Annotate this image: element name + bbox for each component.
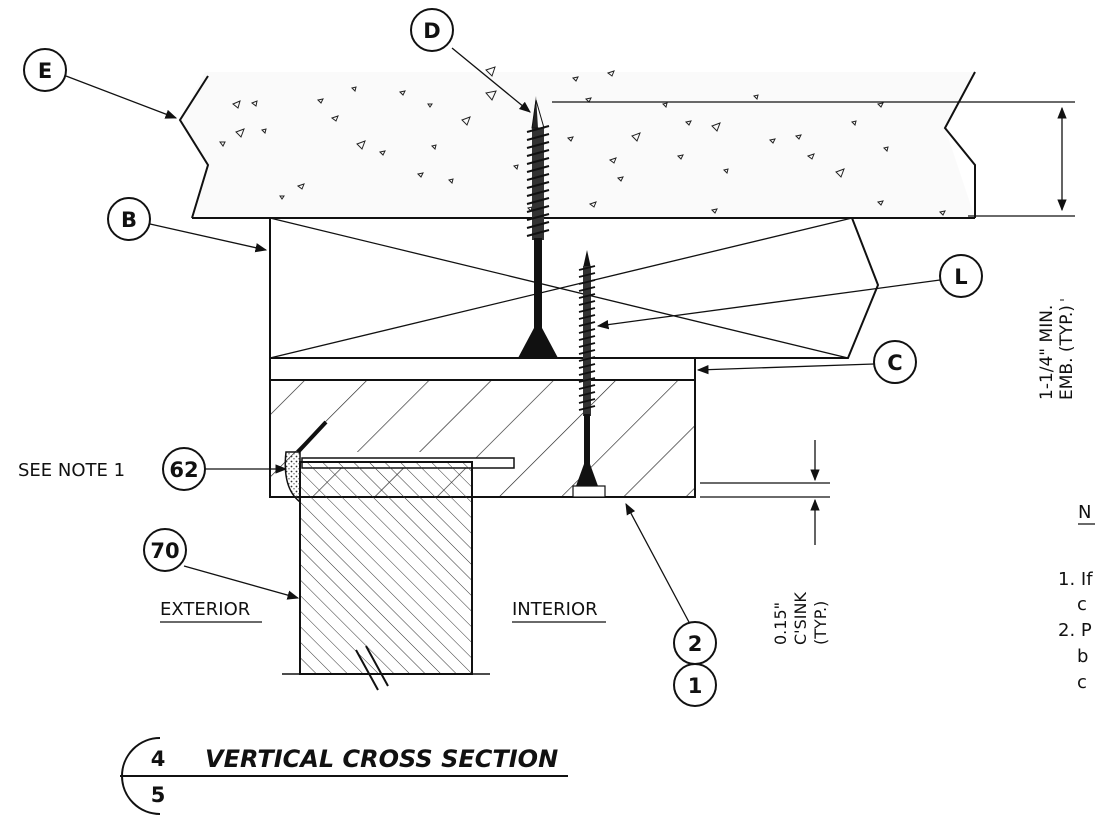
embedment-dimension (552, 101, 1075, 217)
callout-2-text: 2 (688, 632, 703, 656)
callout-70-text: 70 (150, 539, 179, 563)
notes-heading: N (1078, 502, 1091, 523)
callout-62: 62 (162, 447, 288, 491)
note-2-cont1: b (1077, 646, 1088, 667)
callout-c: C (696, 340, 917, 384)
callout-b-text: B (121, 208, 137, 232)
countersink-dimension (700, 440, 830, 545)
note-2: 2. P (1058, 620, 1092, 641)
note-2-cont2: c (1077, 672, 1087, 693)
callout-c-text: C (887, 351, 902, 375)
shim-strip (269, 357, 696, 381)
notes-block: N 1. If c 2. P b c (1058, 502, 1095, 693)
note-1-cont: c (1077, 594, 1087, 615)
embedment-label-line2: EMB. (TYP.) (1057, 305, 1077, 400)
screw-d (518, 96, 558, 358)
callout-70: 70 (143, 528, 300, 600)
interior-label: INTERIOR (512, 599, 598, 620)
callout-d-text: D (423, 19, 440, 43)
section-sheet: 5 (151, 783, 166, 807)
callout-1-text: 1 (688, 674, 703, 698)
see-note-label: SEE NOTE 1 (18, 460, 125, 481)
note-1: 1. If (1058, 569, 1093, 590)
sealant-bead (284, 420, 328, 504)
embedment-label-line1: 1-1/4" MIN. (1037, 305, 1057, 400)
callout-l: L (596, 254, 983, 330)
countersink-label-line3: (TYP.) (811, 601, 830, 645)
countersink-label-line2: C'SINK (791, 592, 810, 645)
section-title-block: 4 5 VERTICAL CROSS SECTION (120, 737, 568, 815)
aggregate-marks (219, 66, 946, 216)
section-title: VERTICAL CROSS SECTION (205, 745, 558, 773)
callout-b: B (107, 197, 268, 253)
concrete-slab (178, 66, 976, 219)
countersink-label-line1: 0.15" (771, 602, 790, 645)
wood-blocking (269, 217, 880, 381)
callout-62-text: 62 (169, 458, 198, 482)
section-number: 4 (151, 747, 166, 771)
callout-d: D (410, 8, 531, 113)
callout-l-text: L (954, 265, 967, 289)
callout-e: E (23, 48, 178, 119)
callout-e-text: E (38, 59, 52, 83)
screw-l (576, 250, 598, 486)
window-frame-jamb (282, 461, 490, 691)
exterior-label: EXTERIOR (160, 599, 250, 620)
callout-2-1: 2 1 (625, 502, 717, 707)
